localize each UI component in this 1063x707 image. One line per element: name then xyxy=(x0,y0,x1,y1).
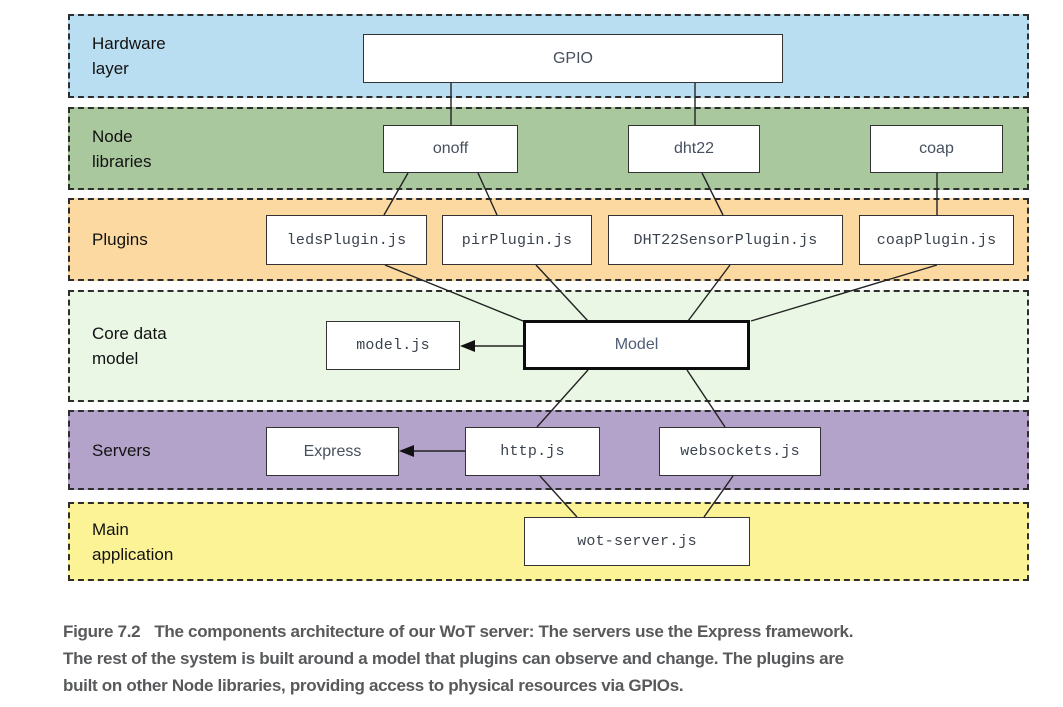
layer-label-line: Core data xyxy=(92,324,167,343)
node-onoff: onoff xyxy=(383,125,518,173)
node-pirplugin-js: pirPlugin.js xyxy=(442,215,592,265)
caption-line-2: The rest of the system is built around a… xyxy=(63,649,844,668)
layer-label-servers: Servers xyxy=(92,438,151,463)
layer-label-line: Hardware xyxy=(92,34,166,53)
node-coap: coap xyxy=(870,125,1003,173)
layer-label-node-libraries: Node libraries xyxy=(92,124,152,174)
layer-label-line: libraries xyxy=(92,151,152,171)
layer-band-node-libraries: Node libraries xyxy=(68,107,1029,190)
layer-band-hardware: Hardware layer xyxy=(68,14,1029,98)
layer-label-line: Main xyxy=(92,519,129,539)
node-dht22: dht22 xyxy=(628,125,760,173)
layer-label-line: Node xyxy=(92,126,133,146)
caption-line-3: built on other Node libraries, providing… xyxy=(63,676,684,695)
layer-label-line: application xyxy=(92,544,174,564)
node-express: Express xyxy=(266,427,399,476)
layer-label-main-application: Main application xyxy=(92,517,173,567)
caption-line-1: Figure 7.2 The components architecture of… xyxy=(63,618,1023,645)
layer-label-hardware: Hardware layer xyxy=(92,31,166,81)
node-http-js: http.js xyxy=(465,427,600,476)
figure-caption: Figure 7.2 The components architecture of… xyxy=(63,618,1023,699)
layer-label-line: Servers xyxy=(92,440,151,460)
layer-label-core-data-model: Core data model xyxy=(92,321,167,371)
node-model-js: model.js xyxy=(326,321,460,370)
layer-label-plugins: Plugins xyxy=(92,227,148,252)
node-ledsplugin-js: ledsPlugin.js xyxy=(266,215,427,265)
node-model: Model xyxy=(523,320,750,370)
node-gpio: GPIO xyxy=(363,34,783,83)
node-websockets-js: websockets.js xyxy=(659,427,821,476)
layer-label-line: model xyxy=(92,349,139,368)
figure-number: Figure 7.2 xyxy=(63,622,141,641)
node-coapplugin-js: coapPlugin.js xyxy=(859,215,1014,265)
layer-label-line: Plugins xyxy=(92,230,148,249)
caption-text-1: The components architecture of our WoT s… xyxy=(154,622,854,641)
layer-label-line: layer xyxy=(92,59,129,78)
node-dht22sensorplugin-js: DHT22SensorPlugin.js xyxy=(608,215,843,265)
node-wot-server-js: wot-server.js xyxy=(524,517,750,566)
